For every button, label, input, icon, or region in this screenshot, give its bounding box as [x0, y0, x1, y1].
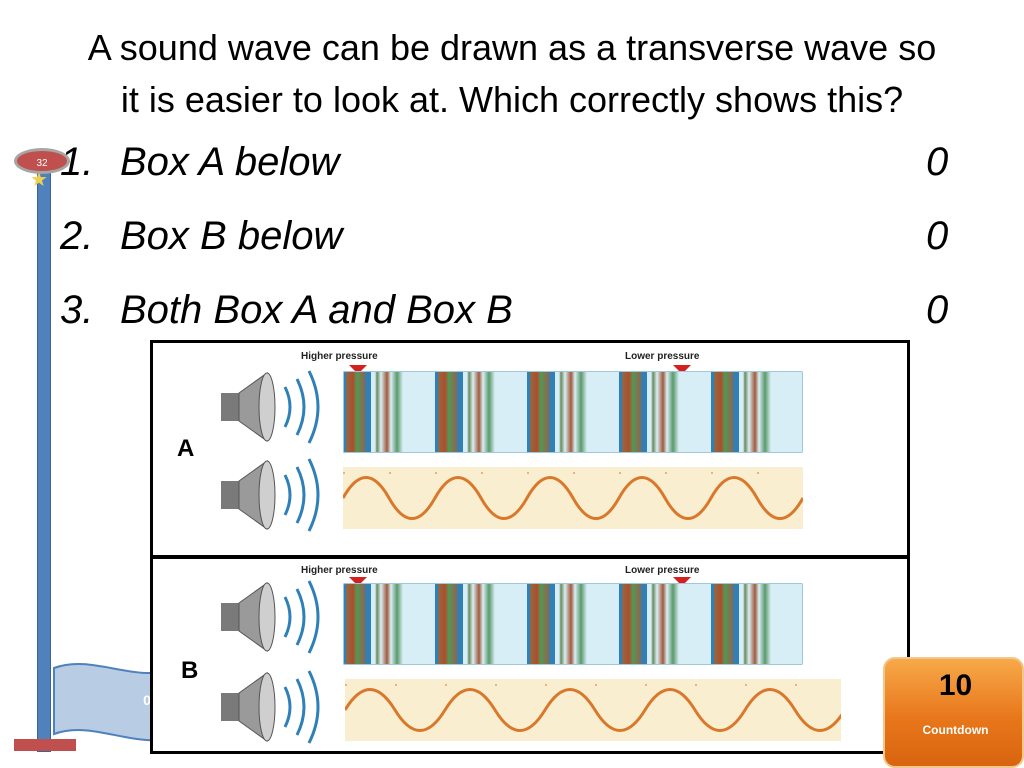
speaker-icon	[221, 370, 320, 444]
pressure-marker-icon	[673, 365, 691, 374]
question-text: A sound wave can be drawn as a transvers…	[0, 22, 1024, 126]
answer-label: Box B below	[120, 214, 343, 258]
flag-value: 0	[143, 692, 151, 708]
question-line-2: it is easier to look at. Which correctly…	[120, 79, 904, 120]
participant-badge: 32	[14, 148, 70, 174]
answer-option-3[interactable]: 3. Both Box A and Box B 0	[60, 288, 960, 362]
speaker-icon	[221, 670, 320, 744]
answer-number: 3.	[60, 288, 94, 332]
lower-pressure-label: Lower pressure	[625, 565, 700, 576]
answer-option-2[interactable]: 2. Box B below 0	[60, 214, 960, 288]
figure-box-b: Higher pressure Lower pressure B	[150, 556, 910, 754]
pressure-marker-icon	[349, 365, 367, 374]
lower-pressure-label: Lower pressure	[625, 351, 700, 362]
countdown-label: Countdown	[922, 723, 989, 737]
question-line-1: A sound wave can be drawn as a transvers…	[87, 27, 937, 68]
box-letter: B	[181, 657, 199, 684]
answer-label: Both Box A and Box B	[120, 288, 513, 332]
answer-label: Box A below	[120, 140, 340, 184]
wave-strip	[341, 467, 805, 529]
pressure-marker-icon	[349, 577, 367, 586]
answer-option-1[interactable]: 1. Box A below 0	[60, 140, 960, 214]
pressure-marker-icon	[673, 577, 691, 586]
particle-diagram	[343, 371, 803, 453]
countdown-value: 10	[938, 669, 973, 702]
higher-pressure-label: Higher pressure	[301, 351, 378, 362]
wave-strip	[343, 679, 847, 741]
higher-pressure-label: Higher pressure	[301, 565, 378, 576]
answer-list: 1. Box A below 0 2. Box B below 0 3. Bot…	[60, 140, 960, 362]
answer-number: 2.	[60, 214, 94, 258]
answer-count: 0	[926, 288, 949, 332]
countdown-timer[interactable]: 10 Countdown	[883, 657, 1024, 768]
box-letter: A	[177, 435, 195, 462]
figure-box-a: Higher pressure Lower pressure A	[150, 340, 910, 558]
speaker-icon	[221, 458, 320, 532]
star-icon: ★	[30, 169, 48, 191]
answer-count: 0	[926, 214, 949, 258]
participant-pole	[37, 168, 51, 752]
speaker-icon	[221, 580, 320, 654]
particle-diagram	[343, 583, 803, 665]
answer-count: 0	[926, 140, 949, 184]
pole-base	[14, 739, 76, 751]
